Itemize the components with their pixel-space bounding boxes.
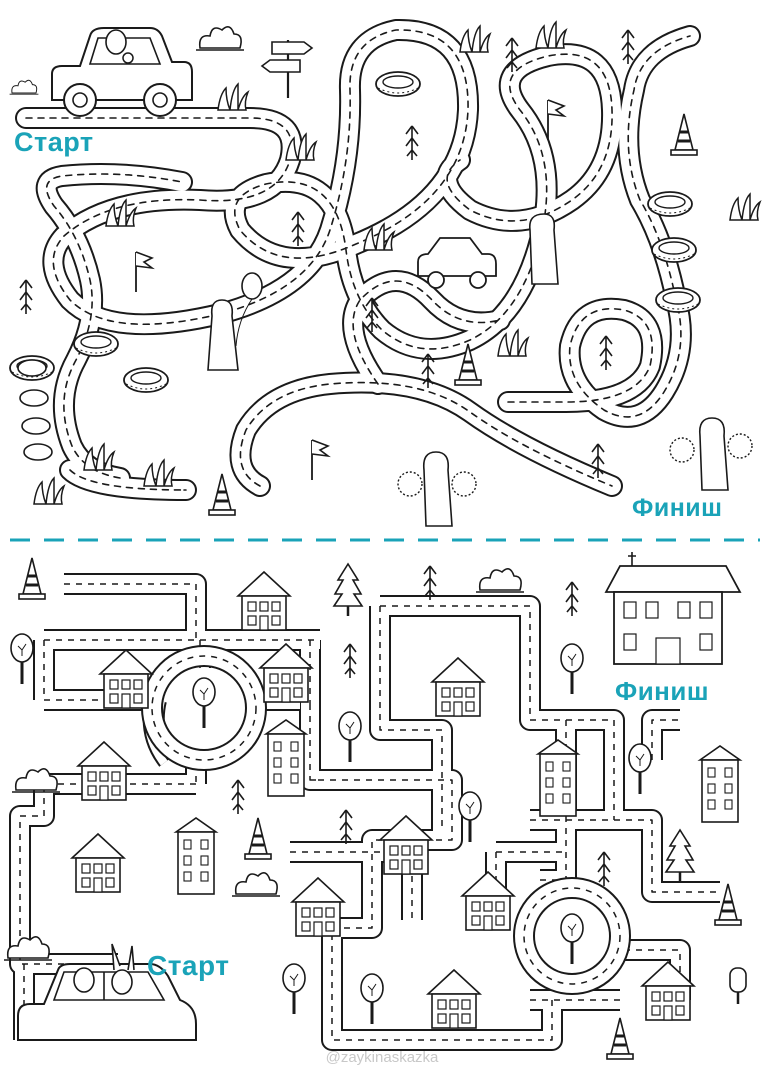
top-finish-label: Финиш xyxy=(632,494,723,522)
dog-with-balloon-illustration xyxy=(207,272,263,371)
start-car-illustration xyxy=(17,943,197,1041)
bottom-maze-roads xyxy=(9,573,720,1051)
bottom-maze-decorations xyxy=(3,552,747,1061)
signpost-illustration xyxy=(260,40,314,98)
fox-cheerleader-illustration xyxy=(397,451,477,527)
top-maze-decorations xyxy=(9,21,761,527)
fox-cheerleader-illustration xyxy=(669,417,753,491)
top-maze-roads xyxy=(15,30,701,501)
dog-illustration xyxy=(528,213,559,285)
big-building-illustration xyxy=(604,552,742,665)
top-start-label: Старт xyxy=(14,127,94,157)
bottom-finish-label: Финиш xyxy=(615,676,710,706)
popsicle-illustration xyxy=(729,967,747,1004)
start-car-illustration xyxy=(51,27,193,117)
bottom-start-label: Старт xyxy=(147,950,230,981)
house-illustration xyxy=(237,571,291,631)
small-car-illustration xyxy=(417,237,497,289)
watermark: @zaykinaskazka xyxy=(325,1049,439,1066)
